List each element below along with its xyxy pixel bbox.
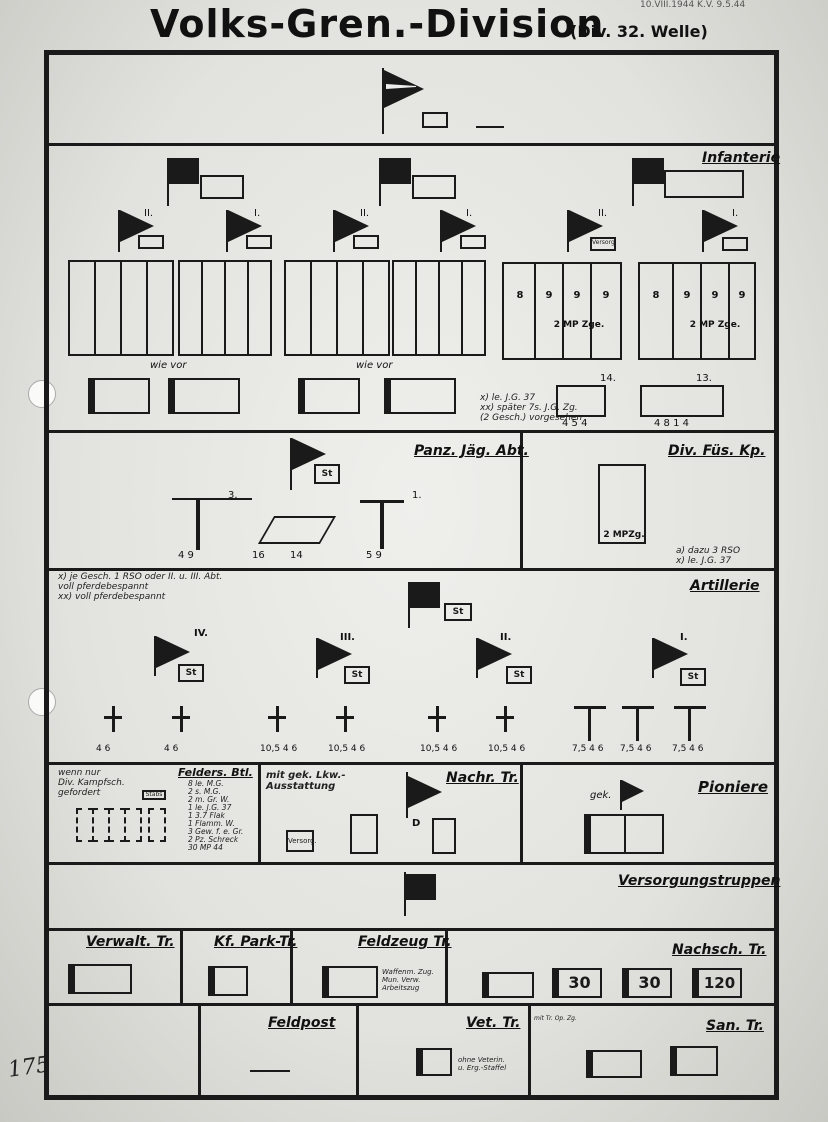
wie-vor-label: wie vor: [356, 360, 393, 371]
diagram-frame: [44, 50, 779, 1100]
artillery-gun-label: 4 6: [96, 744, 111, 754]
divider: [520, 432, 523, 569]
artillery-gun-label: 7,5 4 6: [620, 744, 652, 754]
divider: [48, 430, 776, 433]
supply-column-box: [482, 972, 534, 998]
artillery-gun-icon: [674, 706, 706, 709]
section-label-divfus: Div. Füs. Kp.: [668, 443, 766, 459]
signal-company-box: [432, 818, 456, 854]
section-label-panz: Panz. Jäg. Abt.: [414, 443, 529, 459]
supply-box: [88, 378, 150, 414]
staff-box: Stabs: [142, 790, 166, 800]
artillery-gun-label: 10,5 4 6: [488, 744, 526, 754]
medical-box: [670, 1046, 718, 1076]
divider: [528, 1005, 531, 1098]
section-label-pioniere: Pioniere: [698, 778, 769, 796]
supply-column-120: 120: [692, 968, 742, 998]
section-label-san: San. Tr.: [706, 1018, 764, 1034]
artillery-gun-icon: [622, 706, 654, 709]
divider: [48, 862, 776, 865]
wie-vor-label: wie vor: [150, 360, 187, 371]
divider: [48, 143, 776, 146]
nachr-note: mit gek. Lkw.- Ausstattung: [266, 770, 346, 792]
page-title: Volks-Gren.-Division: [150, 2, 605, 46]
section-label-versorgung: Versorgungstruppen: [618, 873, 781, 889]
artillery-gun-label: 7,5 4 6: [572, 744, 604, 754]
infantry-note: x) le. J.G. 37 xx) später 7s. J.G. Zg. (…: [480, 393, 583, 423]
punch-hole: [28, 380, 56, 408]
antitank-gun-symbol: [172, 498, 252, 500]
artillery-gun-icon: [112, 706, 115, 732]
ordnance-box: [322, 966, 378, 998]
post-horn-icon: [250, 1060, 290, 1072]
flak-symbol: [380, 503, 384, 549]
antitank-gun-symbol: [196, 500, 200, 550]
feldzeug-note: Waffenm. Zug. Mun. Verw. Arbeitszug: [382, 968, 434, 992]
fusilier-note: a) dazu 3 RSO x) le. J.G. 37: [676, 546, 741, 566]
divider: [48, 1003, 776, 1006]
artillery-gun-label: 10,5 4 6: [328, 744, 366, 754]
artillery-gun-icon: [588, 709, 591, 741]
felders-note: wenn nur Div. Kampfsch. gefordert: [58, 768, 125, 798]
divider: [445, 930, 448, 1004]
divider: [356, 1005, 359, 1098]
section-label-feldpost: Feldpost: [268, 1015, 336, 1031]
section-label-vet: Vet. Tr.: [466, 1015, 521, 1031]
artillery-gun-label: 10,5 4 6: [260, 744, 298, 754]
san-note: mit Tr. Op. Zg.: [534, 1015, 577, 1022]
artillery-gun-label: 4 6: [164, 744, 179, 754]
artillery-gun-icon: [344, 706, 347, 732]
supply-column-30: 30: [622, 968, 672, 998]
divider: [198, 1005, 201, 1098]
infantry-gun-company: [556, 385, 606, 417]
vet-note: ohne Veterin. u. Erg.-Staffel: [458, 1056, 507, 1072]
section-label-kfpark: Kf. Park-Tr.: [214, 934, 298, 950]
punch-hole: [28, 688, 56, 716]
divider: [258, 764, 261, 863]
artillery-gun-icon: [504, 706, 507, 732]
signal-supply-box: Versorg.: [286, 830, 317, 852]
felders-weapons-list: 8 le. M.G. 2 s. M.G. 2 m. Gr. W. 1 le. J…: [188, 779, 244, 852]
divider: [290, 930, 293, 1004]
divider: [48, 568, 776, 571]
artillery-gun-label: 7,5 4 6: [672, 744, 704, 754]
section-label-felders: Felders. Btl.: [178, 766, 253, 779]
motor-park-box: [208, 966, 248, 996]
divider: [48, 762, 776, 765]
section-label-feldzeug: Feldzeug Tr.: [358, 934, 452, 950]
artillery-gun-icon: [436, 706, 439, 732]
section-label-artillerie: Artillerie: [690, 578, 760, 594]
supply-box: [298, 378, 360, 414]
supply-box: [168, 378, 240, 414]
flak-symbol: [360, 500, 404, 503]
artillery-gun-icon: [636, 709, 639, 741]
date-stamp: 10.VIII.1944 K.V. 9.5.44: [640, 0, 746, 10]
section-label-verwalt: Verwalt. Tr.: [86, 934, 175, 950]
supply-column-30: 30: [552, 968, 602, 998]
page-subtitle: (Div. 32. Welle): [570, 22, 708, 41]
artillery-gun-icon: [688, 709, 691, 741]
section-label-nachr: Nachr. Tr.: [446, 770, 519, 786]
artillery-gun-icon: [276, 706, 279, 732]
artillery-gun-icon: [574, 706, 606, 709]
antitank-company: [640, 385, 724, 417]
section-label-infanterie: Infanterie: [702, 150, 781, 166]
supply-box: [384, 378, 456, 414]
medical-box: [586, 1050, 642, 1078]
artillery-gun-label: 10,5 4 6: [420, 744, 458, 754]
section-label-nachsch: Nachsch. Tr.: [672, 942, 767, 958]
fusilier-company: [598, 464, 646, 544]
divider: [180, 930, 183, 1004]
panzer-note: x) je Gesch. 1 RSO oder II. u. III. Abt.…: [58, 572, 223, 602]
divider: [520, 764, 523, 863]
artillery-gun-icon: [180, 706, 183, 732]
veterinary-box: [416, 1048, 452, 1076]
signal-company-box: [350, 814, 378, 854]
divider: [48, 928, 776, 931]
admin-unit-box: [68, 964, 132, 994]
